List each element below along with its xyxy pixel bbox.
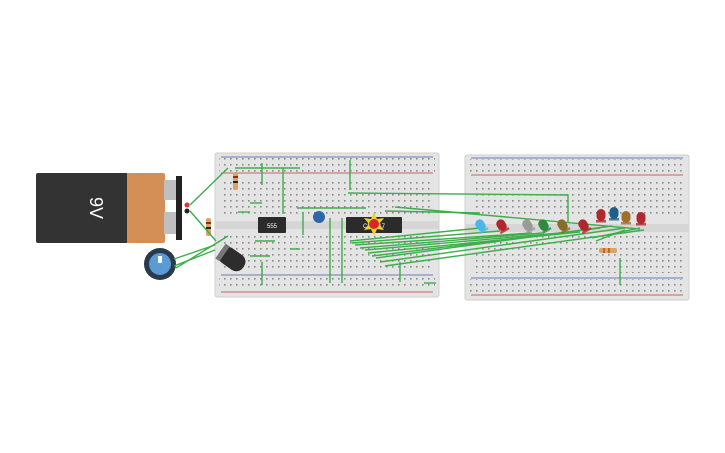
led-array	[475, 207, 646, 235]
electrolytic-capacitor	[215, 243, 246, 272]
breadboard-left	[214, 152, 440, 298]
led-5	[557, 219, 571, 235]
led-8	[609, 207, 619, 221]
led-9	[621, 211, 631, 225]
chip-555: 555	[258, 217, 286, 233]
led-2	[496, 219, 510, 235]
led-1	[475, 219, 489, 235]
battery-9v: 9V	[36, 173, 190, 243]
starburst-marker	[364, 212, 384, 236]
led-6	[578, 219, 592, 235]
led-10	[636, 212, 646, 226]
breadboard-right	[464, 154, 690, 301]
led-3	[522, 219, 536, 235]
resistor-3	[599, 248, 617, 253]
potentiometer[interactable]	[144, 248, 176, 280]
wires	[173, 160, 645, 285]
ceramic-capacitor	[313, 211, 325, 223]
battery-label: 9V	[86, 197, 106, 219]
resistor-1	[233, 172, 238, 190]
led-4	[538, 219, 552, 235]
led-7	[596, 209, 606, 223]
chip-555-label: 555	[267, 224, 278, 230]
